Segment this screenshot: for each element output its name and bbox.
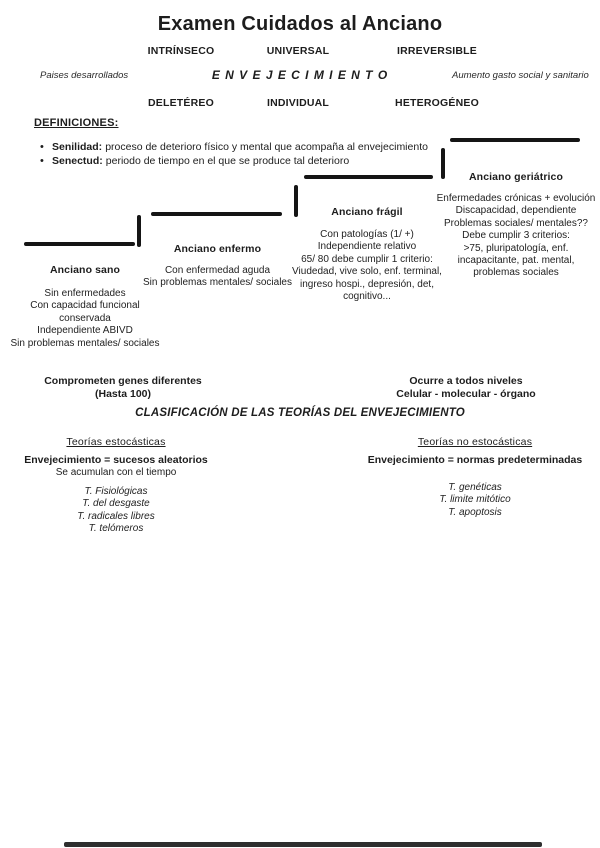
column-header: Teorías estocásticas: [66, 436, 166, 448]
label-deletereo: DELETÉREO: [148, 97, 214, 109]
label-heterogeneo: HETEROGÉNEO: [395, 97, 479, 109]
desc-line: Con patologías (1/ +): [320, 229, 414, 240]
column-subtext: Se acumulan con el tiempo: [55, 467, 177, 478]
stair-step-bar-3: [304, 175, 433, 179]
theory-item: T. limite mitótico: [439, 494, 511, 506]
step-description: Con enfermedad aguda Sin problemas menta…: [140, 265, 295, 290]
stair-step-bar-1: [24, 242, 135, 246]
definition-senilidad: Senilidad:proceso de deterioro físico y …: [38, 141, 478, 155]
definitions-list: Senilidad:proceso de deterioro físico y …: [38, 141, 478, 168]
column-teorias-no-estocasticas: Teorías no estocásticas Envejecimiento =…: [365, 436, 585, 519]
label-individual: INDIVIDUAL: [266, 97, 330, 109]
label-intrinseco: INTRÍNSECO: [147, 45, 215, 57]
step-title: Anciano frágil: [331, 206, 403, 218]
desc-line: Viudedad, vive solo, enf. terminal,: [292, 266, 442, 278]
theory-item: T. apoptosis: [448, 506, 502, 518]
desc-line: Discapacidad, dependiente: [455, 205, 577, 217]
desc-line: ingreso hospi., depresión, det,: [300, 278, 434, 290]
step-anciano-fragil: Anciano frágil Con patologías (1/ +) Ind…: [282, 206, 452, 303]
stair-riser-3: [441, 148, 445, 179]
definitions-heading: DEFINICIONES:: [34, 117, 119, 129]
note-line: (Hasta 100): [94, 388, 152, 400]
note-line: Ocurre a todos niveles: [409, 375, 523, 387]
theory-item: T. del desgaste: [82, 498, 150, 510]
column-header: Teorías no estocásticas: [417, 436, 533, 448]
desc-line: Independiente ABIVD: [37, 325, 133, 337]
theory-item: T. telómeros: [88, 522, 144, 534]
step-anciano-sano: Anciano sano Sin enfermedades Con capaci…: [4, 264, 166, 350]
step-title: Anciano enfermo: [173, 243, 262, 255]
column-teorias-estocasticas: Teorías estocásticas Envejecimiento = su…: [16, 436, 216, 535]
desc-line: 65/ 80 debe cumplir 1 criterio:: [301, 253, 433, 265]
step-description: Sin enfermedades Con capacidad funcional…: [4, 288, 166, 350]
step-anciano-geriatrico: Anciano geriátrico Enfermedades crónicas…: [430, 171, 600, 280]
desc-line: Enfermedades crónicas + evolución: [436, 193, 596, 204]
note-paises-desarrollados: Paises desarrollados: [40, 70, 129, 81]
step-title: Anciano geriátrico: [469, 171, 563, 183]
desc-line: Problemas sociales/ mentales??: [444, 217, 588, 229]
desc-line: Con enfermedad aguda: [164, 265, 271, 276]
note-todos-niveles: Ocurre a todos niveles Celular - molecul…: [386, 375, 546, 401]
desc-line: cognitivo...: [343, 291, 391, 303]
definition-text: periodo de tiempo en el que se produce t…: [105, 154, 350, 167]
column-statement: Envejecimiento = sucesos aleatorios: [24, 454, 208, 466]
definition-term: Senectud:: [52, 154, 103, 167]
desc-line: >75, pluripatología, enf.: [463, 242, 569, 254]
theory-item: T. Fisiológicas: [84, 486, 148, 497]
label-envejecimiento: E N V E J E C I M I E N T O: [211, 68, 389, 82]
desc-line: Independiente relativo: [317, 241, 417, 253]
desc-line: problemas sociales: [473, 267, 559, 279]
classification-heading: CLASIFICACIÓN DE LAS TEORÍAS DEL ENVEJEC…: [135, 407, 465, 419]
stair-riser-1: [137, 215, 141, 247]
step-title: Anciano sano: [49, 264, 121, 276]
stair-step-bar-4: [450, 138, 580, 142]
definition-senectud: Senectud:periodo de tiempo en el que se …: [38, 155, 478, 169]
note-gasto-social: Aumento gasto social y sanitario: [452, 70, 589, 81]
note-line: Comprometen genes diferentes: [44, 375, 202, 387]
stair-step-bar-2: [151, 212, 282, 216]
desc-line: Sin enfermedades: [44, 288, 126, 299]
desc-line: Sin problemas mentales/ sociales: [143, 277, 292, 289]
desc-line: Debe cumplir 3 criterios:: [462, 230, 570, 242]
page-title: Examen Cuidados al Anciano: [157, 13, 443, 35]
note-line: Celular - molecular - órgano: [396, 388, 536, 400]
step-anciano-enfermo: Anciano enfermo Con enfermedad aguda Sin…: [140, 243, 295, 290]
stair-riser-2: [294, 185, 298, 217]
desc-line: Sin problemas mentales/ sociales: [10, 337, 160, 349]
definition-term: Senilidad:: [52, 141, 103, 153]
theory-list: T. Fisiológicas T. del desgaste T. radic…: [16, 486, 216, 535]
column-statement: Envejecimiento = normas predeterminadas: [367, 454, 583, 466]
label-universal: UNIVERSAL: [266, 45, 330, 57]
definition-text: proceso de deterioro físico y mental que…: [105, 141, 428, 153]
note-genes-diferentes: Comprometen genes diferentes (Hasta 100): [43, 375, 203, 401]
theory-item: T. genéticas: [448, 482, 502, 493]
desc-line: incapacitante, pat. mental,: [457, 255, 575, 267]
desc-line: Con capacidad funcional: [30, 300, 140, 312]
step-description: Con patologías (1/ +) Independiente rela…: [282, 229, 452, 303]
next-page-edge-bar: [64, 842, 542, 847]
label-irreversible: IRREVERSIBLE: [397, 45, 477, 57]
desc-line: conservada: [59, 312, 111, 324]
theory-list: T. genéticas T. limite mitótico T. apopt…: [365, 482, 585, 519]
theory-item: T. radicales libres: [77, 510, 155, 522]
step-description: Enfermedades crónicas + evolución Discap…: [430, 193, 600, 280]
